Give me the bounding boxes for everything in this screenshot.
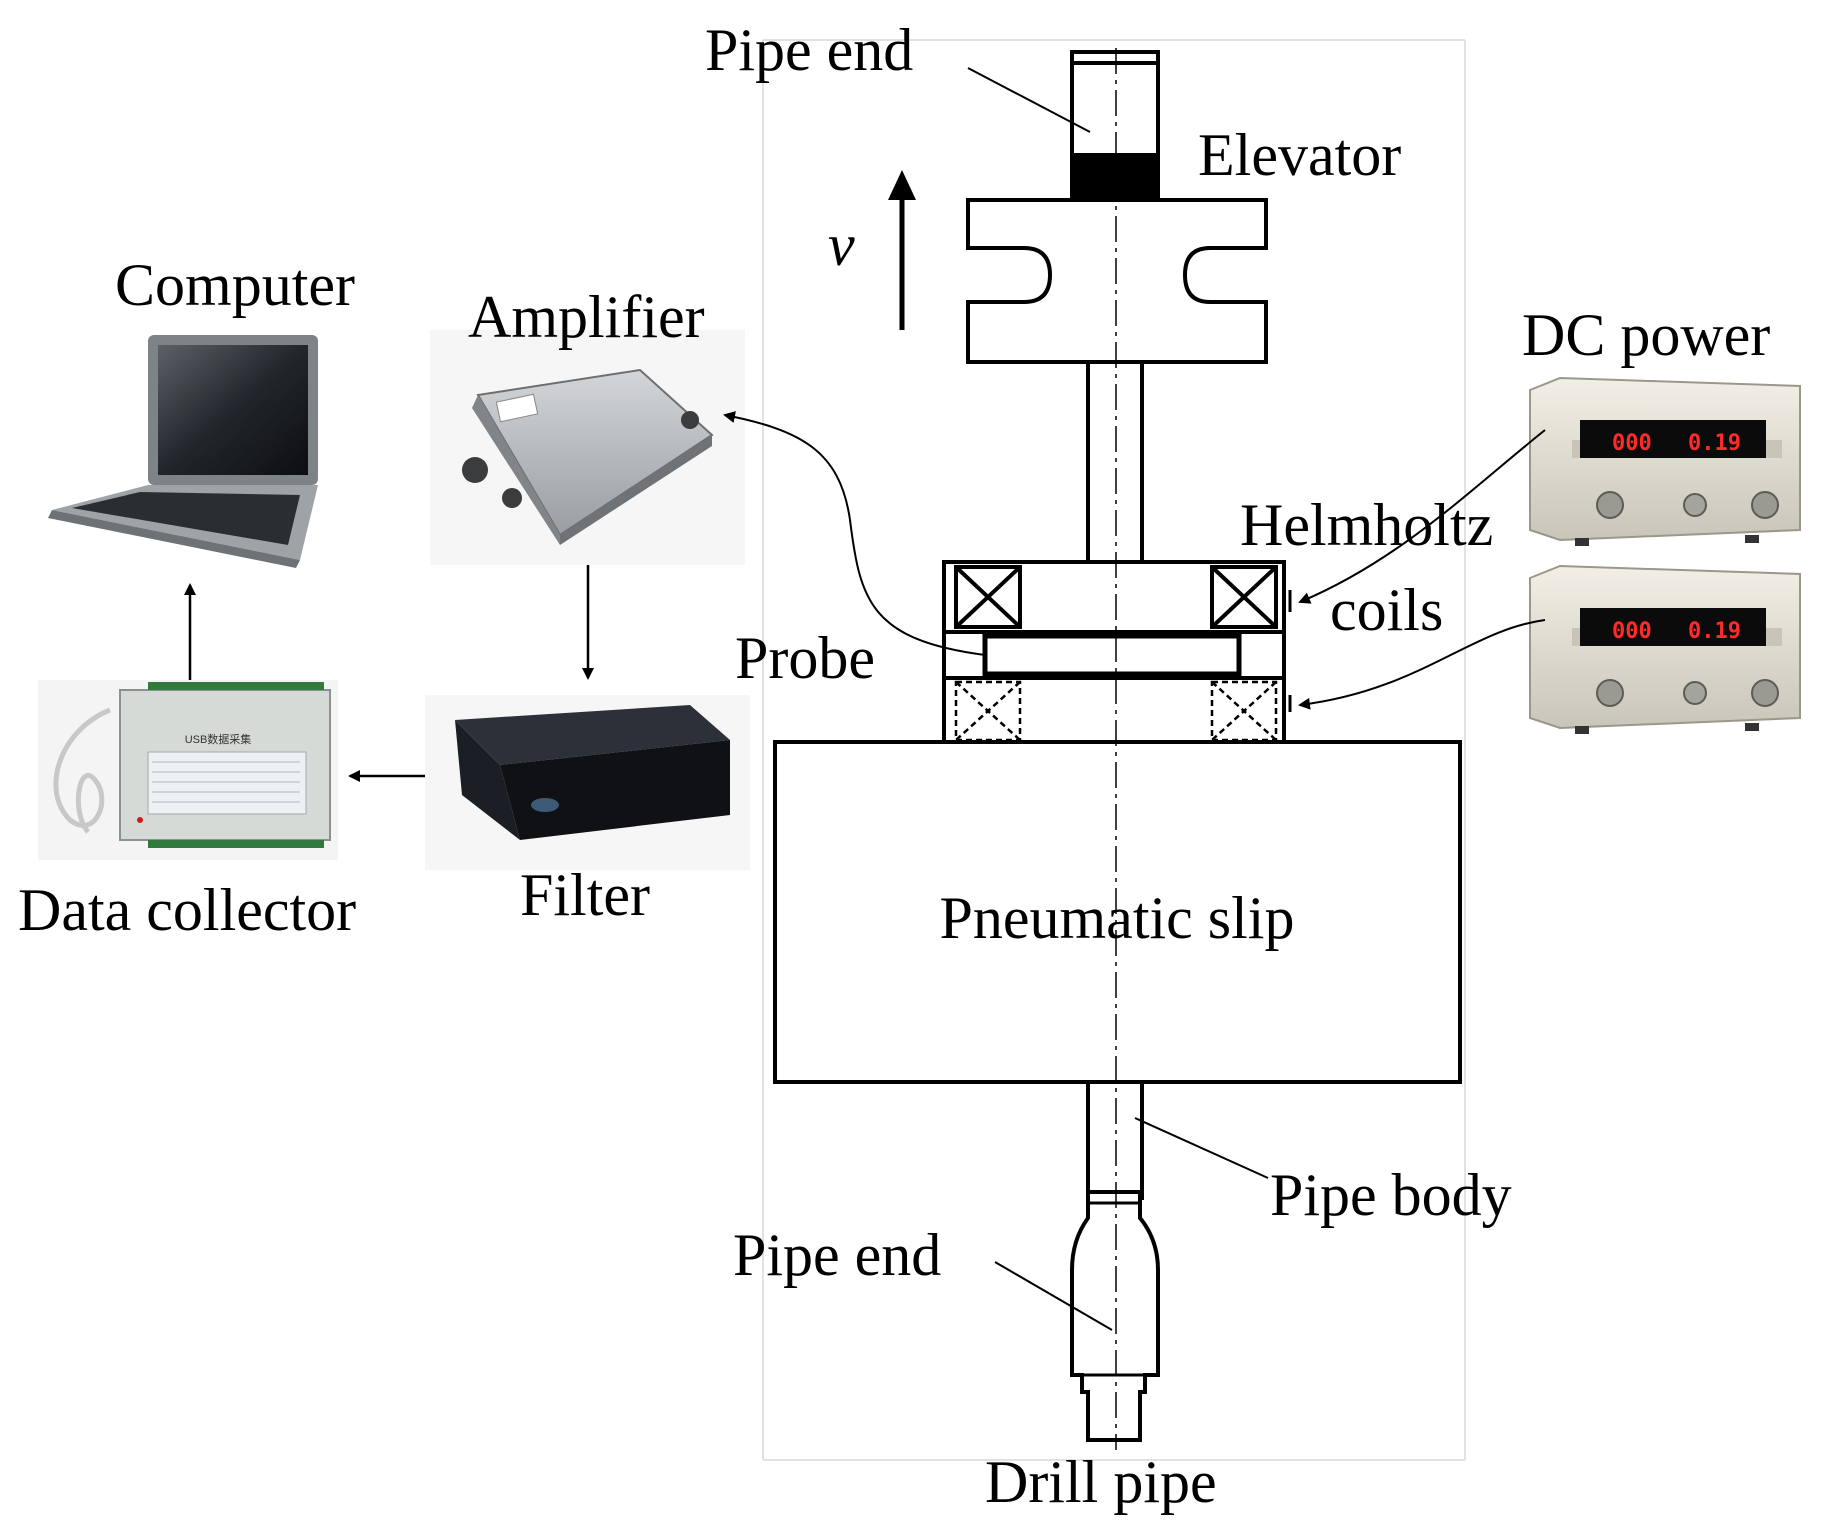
label-probe: Probe — [735, 625, 875, 691]
label-dc-power: DC power — [1522, 302, 1770, 368]
arrow-psu2-to-coil — [1298, 619, 1546, 710]
probe-bar — [982, 633, 1242, 677]
dc-power-supply-1: 000 0.19 — [1529, 376, 1801, 546]
coil-upper-left — [954, 565, 1022, 629]
label-pipe-body: Pipe body — [1270, 1162, 1512, 1228]
amplifier-photo — [430, 330, 745, 565]
psu1-current-readout: 0.19 — [1688, 431, 1741, 456]
drawing-frame — [762, 39, 1466, 1461]
label-data-collector: Data collector — [18, 877, 356, 943]
arrow-probe-to-amplifier — [723, 411, 986, 656]
label-velocity: v — [828, 212, 855, 278]
psu2-voltage-readout: 000 — [1612, 619, 1652, 644]
velocity-arrow — [888, 170, 916, 330]
arrow-psu1-to-coil — [1298, 429, 1546, 604]
elevator — [966, 198, 1268, 364]
data-collector-photo: USB数据采集 — [38, 680, 338, 860]
coil-upper-right — [1210, 565, 1278, 629]
leader-pipe-end-top — [967, 67, 1091, 133]
label-coils: coils — [1330, 577, 1443, 643]
top-pipe-collar — [1070, 153, 1160, 205]
label-pneumatic-slip: Pneumatic slip — [940, 885, 1295, 951]
leader-pipe-body — [1134, 1117, 1269, 1179]
drill-pipe-assembly — [773, 48, 1462, 1450]
label-pipe-end-bottom: Pipe end — [733, 1222, 941, 1288]
label-amplifier: Amplifier — [468, 284, 705, 350]
dc-power-supply-2: 000 0.19 — [1529, 564, 1801, 734]
label-helmholtz: Helmholtz — [1240, 492, 1493, 558]
label-pipe-end-top: Pipe end — [705, 17, 913, 83]
psu1-voltage-readout: 000 — [1612, 431, 1652, 456]
label-drill-pipe: Drill pipe — [985, 1449, 1217, 1515]
psu2-current-readout: 0.19 — [1688, 619, 1741, 644]
collector-title-text: USB数据采集 — [185, 732, 252, 746]
leader-pipe-end-bottom — [994, 1261, 1113, 1331]
label-computer: Computer — [115, 252, 355, 318]
laptop-icon — [48, 335, 318, 568]
label-filter: Filter — [520, 862, 650, 928]
connectors — [184, 67, 1546, 1331]
label-elevator: Elevator — [1198, 122, 1401, 188]
pneumatic-slip — [773, 740, 1462, 1084]
bottom-pipe-end — [1070, 1190, 1160, 1442]
filter-photo — [425, 695, 750, 870]
